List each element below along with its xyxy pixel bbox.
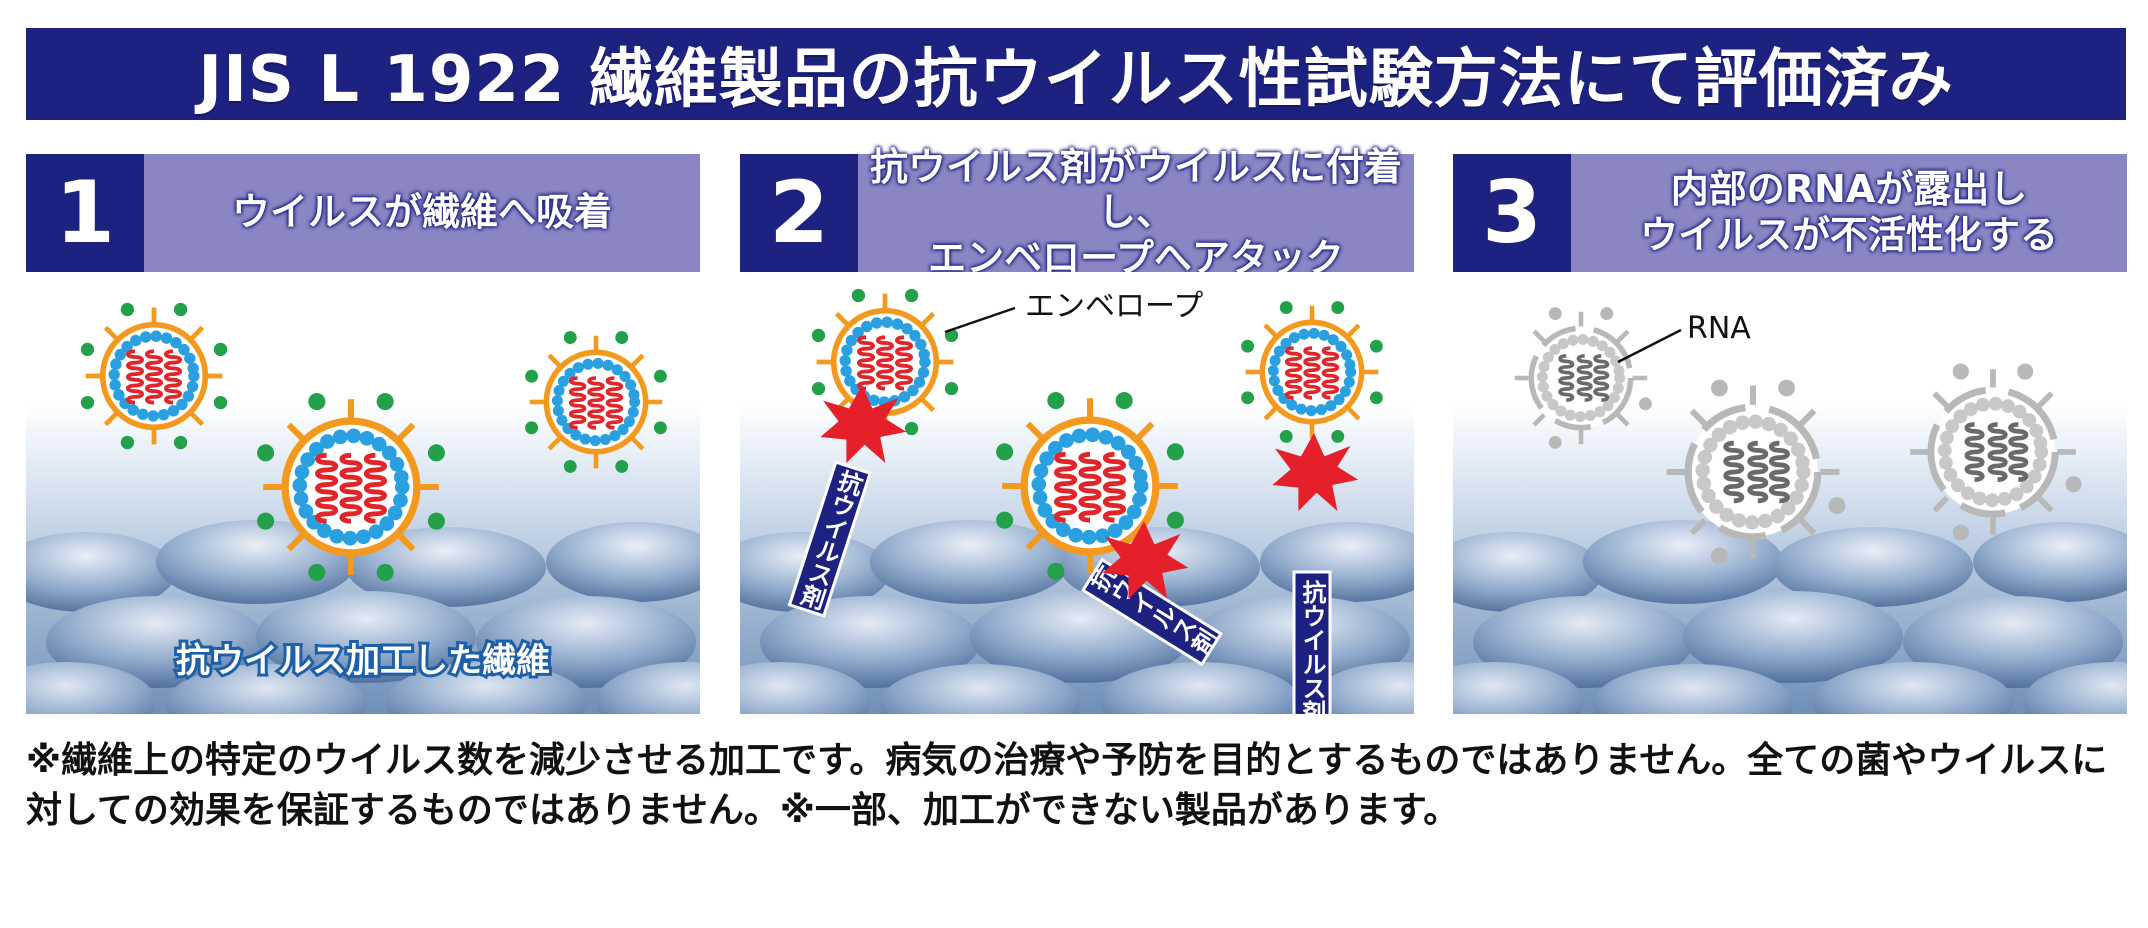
step-number-1: 1 xyxy=(26,154,144,272)
step-number-2: 2 xyxy=(740,154,858,272)
step-caption-2: 抗ウイルス剤がウイルスに付着し、 エンベロープへアタック xyxy=(858,145,1414,280)
rna-label: RNA xyxy=(1687,311,1751,346)
page-title: JIS L 1922 繊維製品の抗ウイルス性試験方法にて評価済み xyxy=(26,28,2126,120)
step-panel-2: 2 抗ウイルス剤がウイルスに付着し、 エンベロープへアタック xyxy=(740,145,1414,714)
step-header-1: 1 ウイルスが繊維へ吸着 xyxy=(26,154,700,272)
step-panel-3: 3 内部のRNAが露出し ウイルスが不活性化する xyxy=(1453,154,2127,714)
step-number-3: 3 xyxy=(1453,154,1571,272)
envelope-label: エンベロープ xyxy=(1025,289,1203,324)
rna-leader-line xyxy=(1617,328,1682,364)
fiber-label: 抗ウイルス加工した繊維 xyxy=(176,641,550,681)
virus-adsorption-illustration: 抗ウイルス加工した繊維 xyxy=(26,272,700,714)
envelope-leader-line xyxy=(944,306,1016,334)
step-caption-1: ウイルスが繊維へ吸着 xyxy=(144,154,700,272)
disclaimer-footnote: ※繊維上の特定のウイルス数を減少させる加工です。病気の治療や予防を目的とするもの… xyxy=(26,740,2108,832)
envelope-attack-illustration: エンベロープ 抗ウイルス剤 抗ウイルス剤 抗ウイルス剤 xyxy=(740,272,1414,714)
step-caption-3: 内部のRNAが露出し ウイルスが不活性化する xyxy=(1571,154,2127,272)
antiviral-agent-stick-3: 抗ウイルス剤 xyxy=(1292,570,1332,714)
step-illustration-2: エンベロープ 抗ウイルス剤 抗ウイルス剤 抗ウイルス剤 xyxy=(740,272,1414,714)
step-illustration-1: 抗ウイルス加工した繊維 xyxy=(26,272,700,714)
step-panel-1: 1 ウイルスが繊維へ吸着 xyxy=(26,154,700,714)
agent-label: 抗ウイルス剤 xyxy=(1298,579,1327,714)
virus-inactivation-illustration: RNA xyxy=(1453,272,2127,714)
step-header-2: 2 抗ウイルス剤がウイルスに付着し、 エンベロープへアタック xyxy=(740,145,1414,280)
step-header-3: 3 内部のRNAが露出し ウイルスが不活性化する xyxy=(1453,154,2127,272)
step-illustration-3: RNA xyxy=(1453,272,2127,714)
